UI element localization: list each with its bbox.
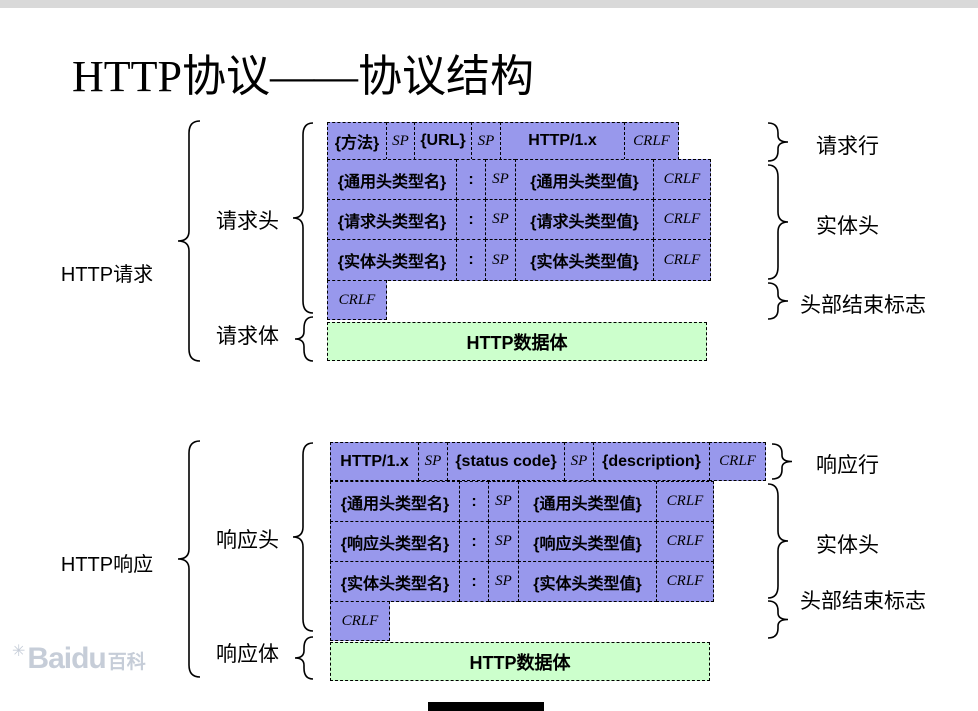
description-cell: {description} [593,442,710,481]
header-name-cell: {实体头类型名} [330,561,460,602]
request-entity-brace [767,164,789,280]
response-outer-brace [177,440,201,678]
request-line-brace [767,122,789,162]
response-header-row: {实体头类型名} : SP {实体头类型值} CRLF [330,561,714,602]
response-line-label: 响应行 [816,454,879,477]
header-value-cell: {响应头类型值} [518,521,657,562]
colon-cell: : [456,239,486,281]
response-entity-label: 实体头 [816,534,879,557]
crlf-cell: CRLF [656,481,714,522]
request-header-row: {请求头类型名} : SP {请求头类型值} CRLF [327,199,711,240]
colon-cell: : [456,199,486,240]
sp-cell: SP [485,159,516,200]
page-title: HTTP协议——协议结构 [72,52,534,101]
colon-cell: : [459,521,489,562]
response-body-brace [294,636,314,680]
header-name-cell: {通用头类型名} [330,481,460,522]
baidu-logo-icon: ✳ [12,643,26,660]
header-value-cell: {通用头类型值} [518,481,657,522]
request-url-cell: {URL} [414,122,472,160]
sp-cell: SP [488,481,519,522]
sp-cell: SP [485,239,516,281]
baidu-watermark: ✳ Baidu 百科 [12,644,146,674]
response-end-crlf-row: CRLF [330,601,390,641]
top-gray-strip [0,0,978,8]
http-version-cell: HTTP/1.x [500,122,625,160]
sp-cell: SP [488,561,519,602]
crlf-cell: CRLF [656,521,714,562]
request-header-brace [292,122,314,314]
crlf-cell: CRLF [653,239,711,281]
crlf-cell: CRLF [624,122,679,160]
request-body-brace [294,316,314,362]
sp-cell: SP [471,122,501,160]
response-header-row: {通用头类型名} : SP {通用头类型值} CRLF [330,481,714,522]
request-group-label: HTTP请求 [60,264,154,286]
crlf-cell: CRLF [653,159,711,200]
response-body-label: 响应体 [216,643,279,666]
request-header-end-label: 头部结束标志 [800,294,926,317]
request-line-label: 请求行 [816,135,879,158]
watermark-suffix: 百科 [107,652,146,673]
header-value-cell: {通用头类型值} [515,159,654,200]
sp-cell: SP [488,521,519,562]
watermark-brand: Baidu [27,642,106,675]
sp-cell: SP [418,442,448,481]
request-method-cell: {方法} [327,122,387,160]
crlf-cell: CRLF [653,199,711,240]
header-value-cell: {实体头类型值} [518,561,657,602]
response-line-brace [771,443,793,480]
crlf-cell: CRLF [330,601,390,641]
response-header-brace [292,442,314,632]
response-header-label: 响应头 [216,529,279,552]
request-end-crlf-row: CRLF [327,280,387,320]
response-line-row: HTTP/1.x SP {status code} SP {descriptio… [330,442,766,481]
crlf-cell: CRLF [656,561,714,602]
request-header-row: {通用头类型名} : SP {通用头类型值} CRLF [327,159,711,200]
sp-cell: SP [386,122,415,160]
crlf-cell: CRLF [327,280,387,320]
request-body-box: HTTP数据体 [327,322,707,361]
request-outer-brace [177,120,201,362]
crlf-cell: CRLF [709,442,766,481]
header-name-cell: {请求头类型名} [327,199,457,240]
request-header-label: 请求头 [216,210,279,233]
sp-cell: SP [564,442,594,481]
http-version-cell: HTTP/1.x [330,442,419,481]
header-value-cell: {请求头类型值} [515,199,654,240]
response-header-end-label: 头部结束标志 [800,590,926,613]
header-value-cell: {实体头类型值} [515,239,654,281]
colon-cell: : [459,561,489,602]
response-group-label: HTTP响应 [60,554,154,576]
response-body-box: HTTP数据体 [330,642,710,681]
header-name-cell: {响应头类型名} [330,521,460,562]
request-entity-label: 实体头 [816,215,879,238]
response-entity-brace [767,483,789,599]
colon-cell: : [459,481,489,522]
response-header-row: {响应头类型名} : SP {响应头类型值} CRLF [330,521,714,562]
status-code-cell: {status code} [447,442,565,481]
request-line-row: {方法} SP {URL} SP HTTP/1.x CRLF [327,122,679,160]
response-header-end-brace [767,600,789,639]
request-body-label: 请求体 [216,325,279,348]
request-header-end-brace [767,282,789,320]
request-header-row: {实体头类型名} : SP {实体头类型值} CRLF [327,239,711,281]
header-name-cell: {通用头类型名} [327,159,457,200]
bottom-bar [428,702,544,711]
header-name-cell: {实体头类型名} [327,239,457,281]
colon-cell: : [456,159,486,200]
sp-cell: SP [485,199,516,240]
